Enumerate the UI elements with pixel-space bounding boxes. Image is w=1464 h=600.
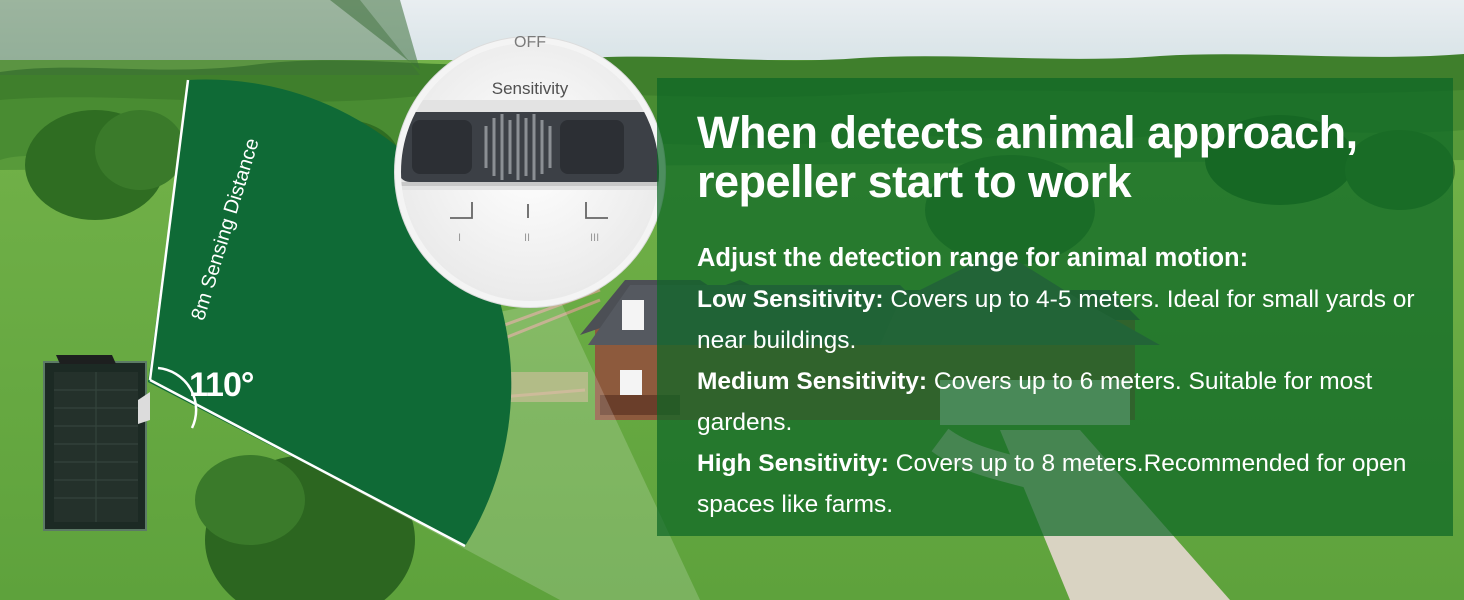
angle-label: 110° [189,366,254,404]
dial-mark-low: I [458,232,462,244]
sensitivity-description: Adjust the detection range for animal mo… [697,238,1437,525]
level-medium: Medium Sensitivity: Covers up to 6 meter… [697,361,1437,443]
level-high-label: High Sensitivity: [697,450,889,477]
level-high: High Sensitivity: Covers up to 8 meters.… [697,443,1437,525]
angle-arc [157,366,198,429]
dial-mark-high: III [590,232,600,244]
dial-mark-medium: II [524,232,531,244]
level-low-label: Low Sensitivity: [697,286,884,313]
dial-off-label: OFF [514,34,546,51]
dial-sensitivity-label: Sensitivity [491,79,569,98]
intro-text: Adjust the detection range for animal mo… [697,244,1249,272]
level-medium-text: Covers up to 6 meters. Suitable for most… [697,368,1373,436]
solar-repeller-device [43,355,150,531]
info-panel: When detects animal approach, repeller s… [657,78,1453,536]
level-high-text: Covers up to 8 meters.Recommended for op… [697,450,1407,518]
headline: When detects animal approach, repeller s… [697,107,1358,207]
level-low-text: Covers up to 4-5 meters. Ideal for small… [697,286,1415,354]
level-medium-label: Medium Sensitivity: [697,368,928,395]
level-low: Low Sensitivity: Covers up to 4-5 meters… [697,279,1437,361]
